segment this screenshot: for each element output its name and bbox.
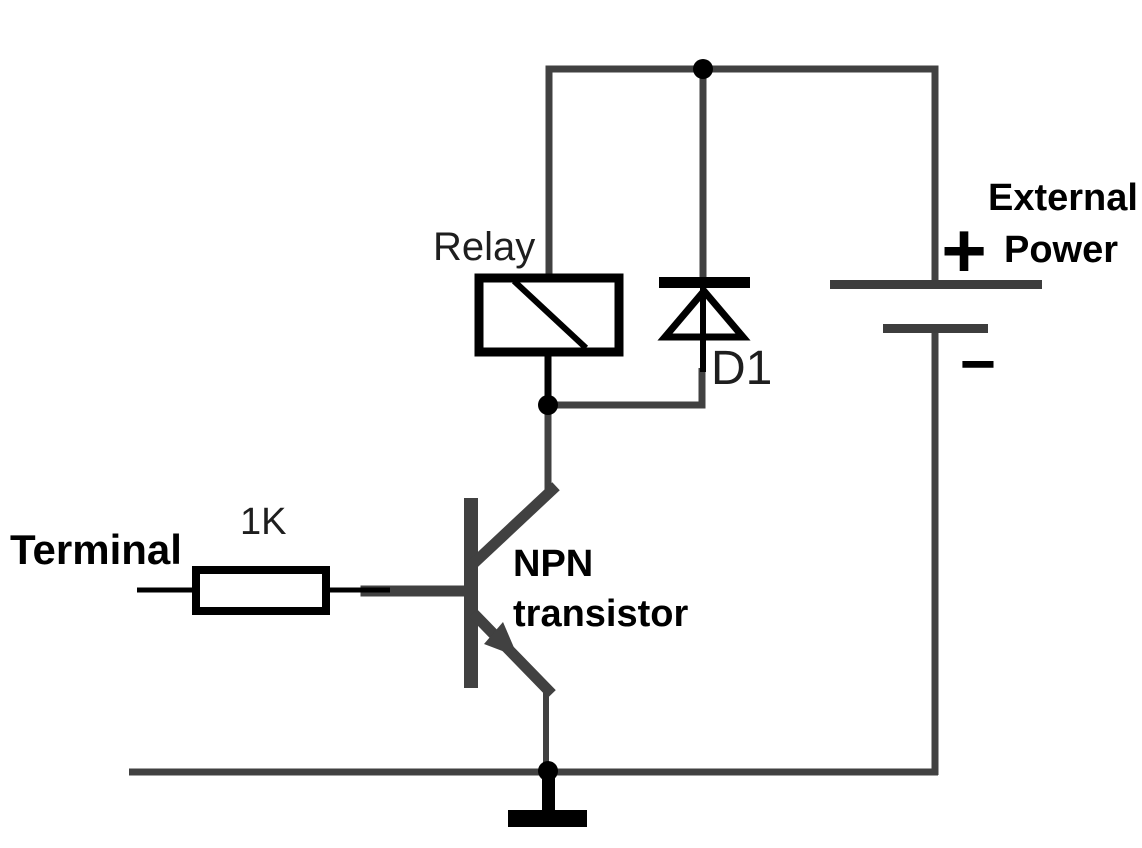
ground-bar xyxy=(508,810,587,827)
transistor-label-line2: transistor xyxy=(513,593,689,635)
resistor-body xyxy=(192,566,330,615)
resistor-value-label: 1K xyxy=(240,501,287,543)
external-power-label: External Power xyxy=(988,172,1138,276)
emitter-arrow-icon xyxy=(484,622,518,657)
external-power-line1: External xyxy=(988,177,1138,219)
wire-diode-anode-return xyxy=(548,368,706,409)
diode-triangle xyxy=(657,285,751,341)
relay-coil-diagonal xyxy=(511,278,589,351)
diode-label: D1 xyxy=(711,342,773,395)
junction-dot-ground xyxy=(538,761,558,781)
battery-negative-plate xyxy=(883,324,988,333)
transistor-label: NPN transistor xyxy=(513,539,688,639)
battery-plus-symbol: + xyxy=(941,205,987,294)
transistor-collector-lead xyxy=(465,482,560,572)
relay-label: Relay xyxy=(433,225,536,269)
diode-cathode-bar xyxy=(659,277,750,288)
battery-positive-plate xyxy=(830,280,1042,289)
ground-stub xyxy=(542,772,555,813)
battery-minus-symbol: − xyxy=(959,329,997,399)
external-power-line2: Power xyxy=(1003,229,1119,271)
transistor-base-bar xyxy=(464,498,478,688)
transistor-label-line1: NPN xyxy=(513,543,594,585)
terminal-label: Terminal xyxy=(10,526,182,573)
junction-dot-top xyxy=(693,59,713,79)
wire-top-rail xyxy=(545,65,939,282)
junction-dot-collector xyxy=(538,395,558,415)
